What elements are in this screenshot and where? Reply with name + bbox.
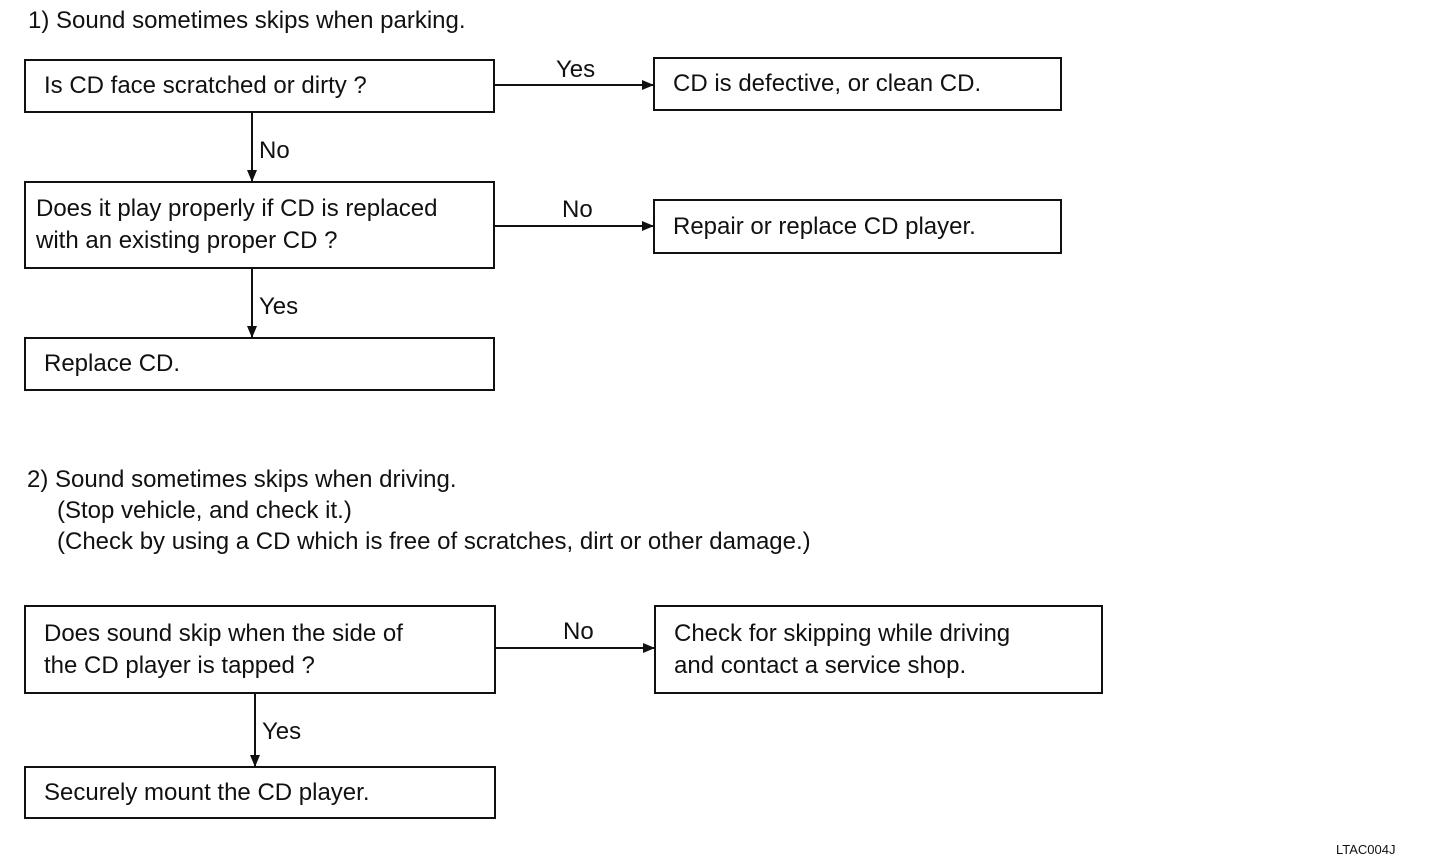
result-contact-service-text: Check for skipping while driving and con… <box>674 619 1011 679</box>
result-repair-player-text: Repair or replace CD player. <box>673 212 976 240</box>
result-cd-defective-box: CD is defective, or clean CD. <box>653 57 1062 111</box>
result-replace-cd-box: Replace CD. <box>24 337 495 391</box>
question-cd-scratched-text: Is CD face scratched or dirty ? <box>44 72 367 99</box>
question-tap-skip-text: Does sound skip when the side of the CD … <box>44 619 403 679</box>
flowchart-2-subheading: (Stop vehicle, and check it.) <box>57 497 352 524</box>
result-repair-player-box: Repair or replace CD player. <box>653 199 1062 254</box>
result-replace-cd-text: Replace CD. <box>44 350 181 377</box>
no-label: No <box>562 196 593 223</box>
yes-label: Yes <box>556 56 596 83</box>
flowchart-2-heading: 2) Sound sometimes skips when driving. <box>27 466 457 493</box>
yes-label: Yes <box>262 718 302 745</box>
question-plays-properly-text: Does it play properly if CD is replaced … <box>36 195 438 254</box>
result-mount-player-text: Securely mount the CD player. <box>44 778 370 806</box>
flowchart-1-heading: 1) Sound sometimes skips when parking. <box>28 7 466 34</box>
figure-code: LTAC004J <box>1336 842 1396 857</box>
flowchart-2-note: (Check by using a CD which is free of sc… <box>57 528 811 555</box>
question-tap-skip-box: Does sound skip when the side of the CD … <box>24 605 496 694</box>
no-label: No <box>563 618 594 645</box>
question-plays-properly-box: Does it play properly if CD is replaced … <box>24 181 495 269</box>
result-contact-service-box: Check for skipping while driving and con… <box>654 605 1103 694</box>
result-mount-player-box: Securely mount the CD player. <box>24 766 496 819</box>
question-cd-scratched-box: Is CD face scratched or dirty ? <box>24 59 495 113</box>
yes-label: Yes <box>259 293 299 320</box>
result-cd-defective-text: CD is defective, or clean CD. <box>673 70 982 97</box>
no-label: No <box>259 137 290 164</box>
